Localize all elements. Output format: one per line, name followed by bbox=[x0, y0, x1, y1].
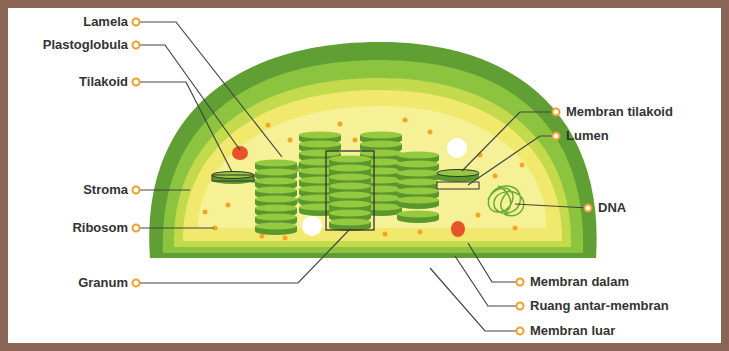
part-label: Lumen bbox=[566, 128, 609, 144]
granum-highlight-box bbox=[326, 151, 374, 230]
plastoglobulus bbox=[232, 146, 248, 160]
leader-lines bbox=[136, 22, 588, 331]
part-label: Ruang antar-membran bbox=[530, 298, 669, 314]
dna-strand bbox=[488, 186, 524, 216]
outer-membrane bbox=[149, 42, 596, 258]
intermembrane-space bbox=[163, 60, 583, 253]
part-label: Membran dalam bbox=[530, 274, 629, 290]
part-label: Membran tilakoid bbox=[566, 104, 673, 120]
part-label: Membran luar bbox=[530, 323, 615, 339]
inner-membrane bbox=[174, 78, 571, 247]
starch-granule bbox=[447, 138, 467, 158]
part-label: DNA bbox=[598, 200, 626, 216]
label-markers bbox=[133, 19, 592, 335]
part-label: Ribosom bbox=[72, 220, 128, 236]
stroma-area bbox=[183, 90, 562, 241]
part-label: Granum bbox=[78, 275, 128, 291]
card-background bbox=[8, 8, 721, 343]
plastoglobulus bbox=[451, 221, 465, 237]
single-thylakoid bbox=[212, 172, 254, 185]
starch-granule bbox=[302, 216, 322, 236]
granum-stack bbox=[255, 160, 297, 236]
part-label: Plastoglobula bbox=[43, 37, 128, 53]
thylakoid-with-lumen bbox=[437, 170, 479, 190]
granum-stack bbox=[329, 156, 371, 232]
part-label: Tilakoid bbox=[79, 74, 128, 90]
granum-stack bbox=[397, 152, 439, 224]
part-label: Stroma bbox=[83, 182, 128, 198]
part-label: Lamela bbox=[83, 14, 128, 30]
